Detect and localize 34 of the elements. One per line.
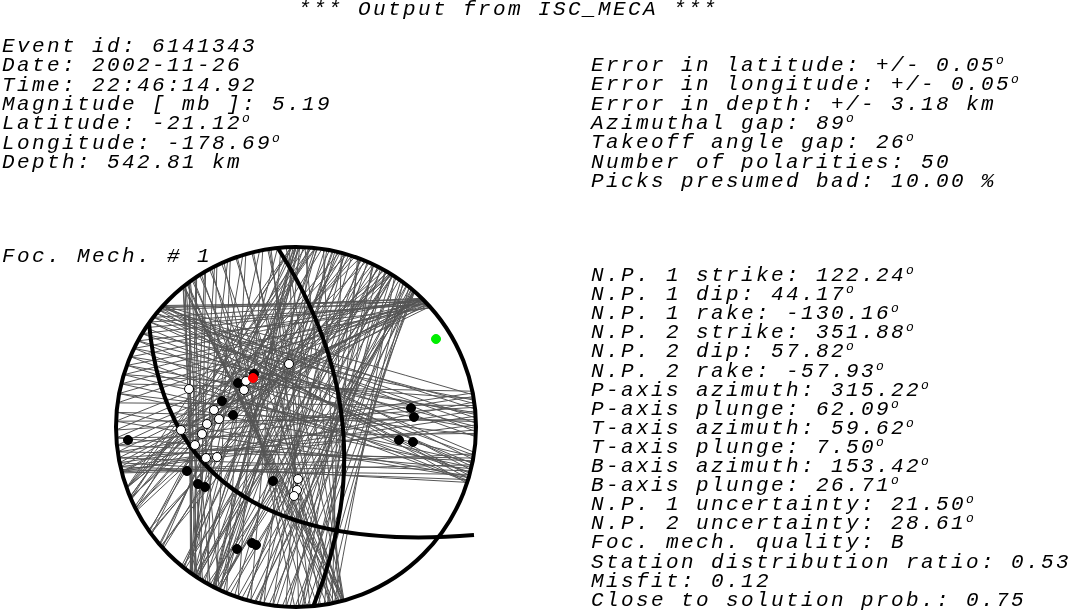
info-text: Picks presumed bad: 10.00 % [591, 171, 997, 191]
info-text: N.P. 2 rake: -57.93$^{o}$ [591, 361, 884, 381]
info-text: N.P. 1 rake: -130.16$^{o}$ [591, 304, 899, 324]
info-text: Station distribution ratio: 0.53 [591, 552, 1070, 572]
info-text: Takeoff angle gap: 26$^{o}$ [591, 133, 914, 153]
info-text: N.P. 1 strike: 122.24$^{o}$ [591, 266, 914, 285]
info-text: Error in longitude: +/- 0.05$^{o}$ [591, 75, 1019, 95]
info-text: Number of polarities: 50 [591, 152, 952, 172]
info-text: Azimuthal gap: 89$^{o}$ [591, 113, 854, 133]
info-text: Close to solution prob.: 0.75 [591, 590, 1027, 610]
info-text: P-axis azimuth: 315.22$^{o}$ [591, 380, 929, 400]
info-text: Foc. mech. quality: B [591, 533, 907, 553]
info-text: N.P. 2 uncertainty: 28.61$^{o}$ [591, 514, 974, 534]
info-text: Event id: 6141343 [2, 37, 258, 56]
info-text: Magnitude [ mb ]: 5.19 [2, 94, 333, 114]
info-text: T-axis azimuth: 59.62$^{o}$ [591, 418, 914, 438]
info-text: Latitude: -21.12$^{o}$ [2, 114, 250, 134]
info-text: Longitude: -178.69$^{o}$ [2, 133, 280, 153]
info-text: Date: 2002-11-26 [2, 56, 243, 76]
info-text: B-axis azimuth: 153.42$^{o}$ [591, 457, 929, 476]
info-text: Error in latitude: +/- 0.05$^{o}$ [591, 56, 1004, 75]
info-text: Depth: 542.81 km [2, 152, 243, 172]
info-text: P-axis plunge: 62.09$^{o}$ [591, 399, 899, 419]
info-text: Time: 22:46:14.92 [2, 75, 258, 95]
info-text: N.P. 2 dip: 57.82$^{o}$ [591, 342, 854, 362]
info-text: N.P. 1 dip: 44.17$^{o}$ [591, 285, 854, 305]
info-text: Error in depth: +/- 3.18 km [591, 94, 997, 114]
info-text: N.P. 2 strike: 351.88$^{o}$ [591, 323, 914, 343]
plot-label: Foc. Mech. # 1 [2, 247, 213, 266]
info-text: Misfit: 0.12 [591, 571, 772, 591]
info-text: B-axis plunge: 26.71$^{o}$ [591, 476, 899, 496]
info-text: T-axis plunge: 7.50$^{o}$ [591, 437, 884, 457]
heading: *** Output from ISC_MECA *** [298, 0, 719, 19]
info-text: N.P. 1 uncertainty: 21.50$^{o}$ [591, 495, 974, 515]
